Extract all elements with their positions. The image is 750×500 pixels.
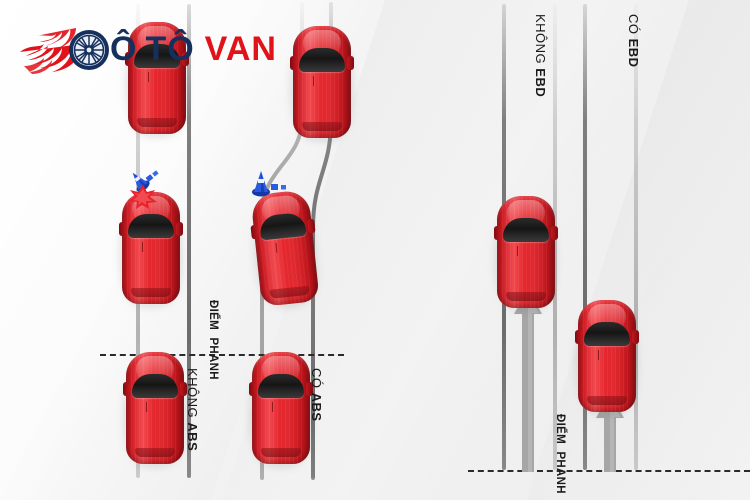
car-windshield: [503, 218, 549, 242]
car-body: [126, 352, 184, 464]
car-co-abs-mid: [245, 189, 324, 313]
car-windshield: [258, 374, 304, 398]
car-windshield: [299, 48, 345, 72]
cone-knocked-over: [130, 160, 174, 196]
car-hood-line: [142, 242, 143, 252]
lane-line-co-ebd-left: [583, 4, 587, 470]
car-windshield: [128, 214, 174, 238]
car-rear-window: [131, 288, 171, 297]
brake-point-right-line1: ĐIỂM: [554, 414, 566, 444]
car-mirror-right: [306, 382, 313, 396]
car-mirror-left: [494, 226, 501, 240]
car-khong-abs-bottom: [121, 352, 187, 469]
car-khong-abs-top: [123, 22, 189, 139]
car-mirror-left: [290, 56, 297, 70]
car-mirror-right: [632, 330, 639, 344]
car-windshield: [132, 374, 178, 398]
car-mirror-right: [307, 218, 316, 234]
car-co-abs-top: [288, 26, 354, 143]
car-body: [293, 26, 351, 138]
logo-word-van: VAN: [204, 30, 277, 68]
logo-word-o: Ô: [110, 30, 138, 68]
car-rear-window: [506, 292, 546, 301]
label-khong-abs: KHÔNG ABS: [185, 368, 200, 451]
car-mirror-right: [551, 226, 558, 240]
car-mirror-right: [347, 56, 354, 70]
car-windshield: [584, 322, 630, 346]
label-co-ebd-bold: EBD: [626, 38, 641, 68]
car-hood-line: [272, 402, 273, 412]
car-hood-line: [598, 350, 599, 360]
car-co-abs-bottom: [247, 352, 313, 469]
car-hood-line: [146, 402, 147, 412]
label-khong-ebd-prefix: KHÔNG: [533, 14, 548, 65]
stopping-distance-arrow-khong-ebd: [514, 288, 542, 472]
label-co-abs: CÓ ABS: [309, 368, 324, 422]
flame-wheel-icon: [20, 28, 109, 74]
car-mirror-left: [250, 224, 259, 240]
label-khong-abs-bold: ABS: [185, 422, 200, 452]
car-mirror-right: [182, 52, 189, 66]
car-windshield: [134, 44, 180, 68]
label-co-abs-prefix: CÓ: [309, 368, 324, 389]
car-body: [497, 196, 555, 308]
label-khong-abs-prefix: KHÔNG: [185, 368, 200, 419]
car-hood-line: [313, 76, 314, 86]
car-mirror-left: [249, 382, 256, 396]
car-mirror-left: [119, 222, 126, 236]
car-khong-abs-mid: [117, 192, 183, 309]
car-rear-window: [135, 448, 175, 457]
label-co-ebd-prefix: CÓ: [626, 14, 641, 35]
car-khong-ebd: [492, 196, 558, 313]
cone-upright: [250, 168, 294, 198]
label-co-abs-bold: ABS: [309, 392, 324, 422]
brake-point-label-left: ĐIỂM PHANH: [207, 300, 219, 380]
car-mirror-left: [123, 382, 130, 396]
label-co-ebd: CÓ EBD: [626, 14, 641, 68]
car-mirror-left: [575, 330, 582, 344]
car-mirror-left: [125, 52, 132, 66]
brake-point-label-right: ĐIỂM PHANH: [554, 414, 566, 494]
car-rear-window: [587, 396, 627, 405]
braking-point-line-left: [100, 354, 344, 356]
car-mirror-right: [180, 382, 187, 396]
label-khong-ebd-bold: EBD: [533, 68, 548, 98]
car-rear-window: [302, 122, 342, 131]
car-body: [578, 300, 636, 412]
stopping-distance-arrow-co-ebd: [596, 392, 624, 472]
brake-point-line1: ĐIỂM: [207, 300, 219, 330]
car-co-ebd: [573, 300, 639, 417]
car-hood-line: [148, 72, 149, 82]
brake-point-right-line2: PHANH: [554, 451, 566, 494]
lane-line-co-ebd-right: [634, 4, 638, 470]
car-body: [122, 192, 180, 304]
car-rear-window: [137, 118, 177, 127]
logo-word-to: TÔ: [145, 30, 195, 68]
lane-line-khong-abs-right: [187, 4, 191, 478]
brake-point-line2: PHANH: [207, 337, 219, 380]
car-hood-line: [517, 246, 518, 256]
car-rear-window: [261, 448, 301, 457]
lane-line-co-abs-right-lower: [311, 250, 315, 478]
label-khong-ebd: KHÔNG EBD: [533, 14, 548, 97]
car-mirror-right: [176, 222, 183, 236]
collision-burst-icon: [128, 184, 158, 215]
